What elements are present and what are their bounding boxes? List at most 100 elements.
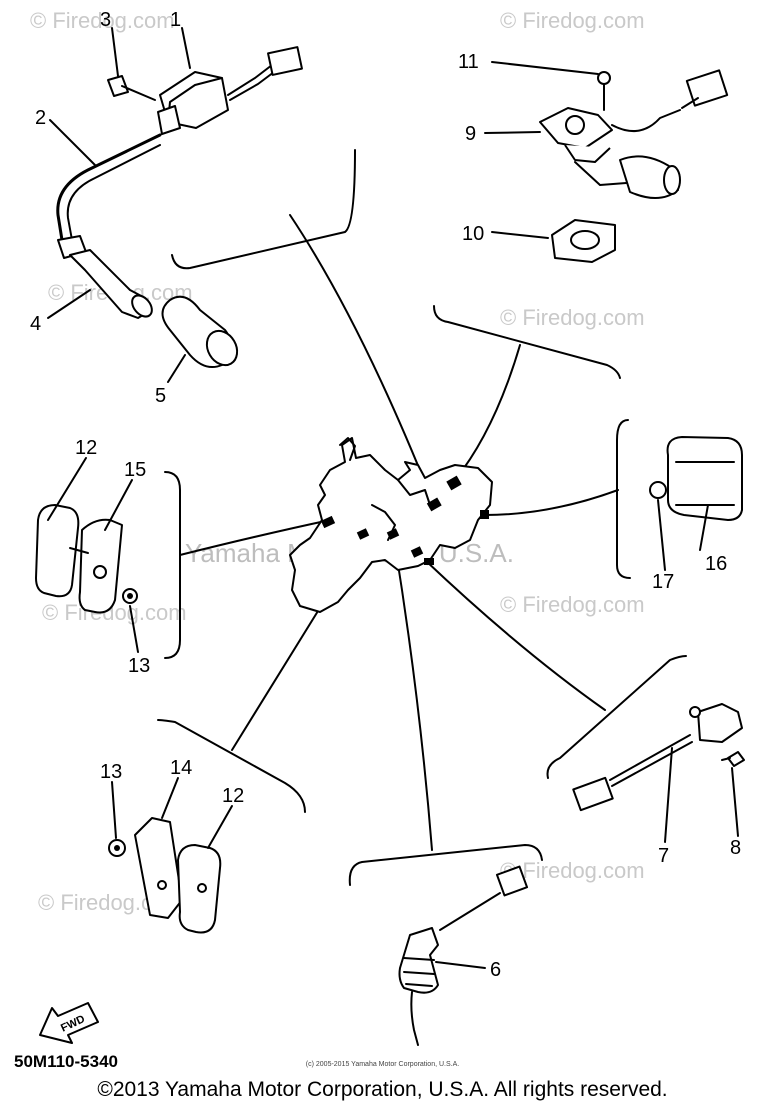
bolt-head <box>107 75 129 97</box>
gasket-hole <box>570 230 600 250</box>
mount-point <box>410 546 424 558</box>
motorcycle-body <box>289 437 493 613</box>
oil-switch-wire <box>439 892 501 931</box>
callout-12-lower: 12 <box>222 785 244 807</box>
high-tension-lead-edge <box>66 144 161 241</box>
nut-17 <box>649 481 667 499</box>
cover-opening <box>205 329 239 367</box>
coil-wire <box>229 71 275 101</box>
coil-terminal <box>157 105 181 135</box>
callout-16: 16 <box>705 553 727 575</box>
reflector-16-bevel <box>675 461 735 506</box>
callout-12-upper: 12 <box>75 437 97 459</box>
leader-4 <box>47 289 91 319</box>
sender-bracket <box>564 144 611 163</box>
leader-13 <box>129 605 139 653</box>
oil-switch-connector <box>495 865 529 897</box>
leader-14 <box>161 777 179 819</box>
watermark-firedog: © Firedog.com <box>500 305 645 330</box>
part-fuel-sender <box>539 69 729 263</box>
watermark-firedog: © Firedog.com <box>500 592 645 617</box>
leader-12 <box>47 457 87 521</box>
callout-13-lower: 13 <box>100 761 122 783</box>
callout-1: 1 <box>170 9 181 31</box>
reflector-14-hole <box>157 880 167 890</box>
leader-15 <box>104 479 133 531</box>
screw-8 <box>727 751 745 767</box>
nut-13-center <box>114 845 120 851</box>
fwd-arrow-shape <box>39 1002 99 1044</box>
leader-13-lower <box>111 781 117 839</box>
sender-hole <box>565 115 585 135</box>
callout-3: 3 <box>100 9 111 31</box>
switch-terminal <box>689 706 701 718</box>
float-end <box>663 165 681 195</box>
sender-wire <box>611 109 681 133</box>
leader-9 <box>484 131 541 134</box>
reflector-hole <box>93 565 107 579</box>
part-ignition-coil <box>56 46 303 368</box>
leader-7 <box>664 747 673 843</box>
leader-3 <box>111 27 119 77</box>
part-oil-switch <box>398 865 529 1046</box>
footer-small-copyright: (c) 2005-2015 Yamaha Motor Corporation, … <box>305 1061 460 1068</box>
fwd-arrow: FWD <box>39 1002 99 1044</box>
callout-15: 15 <box>124 459 146 481</box>
callout-7: 7 <box>658 845 669 867</box>
leader-16 <box>699 504 709 551</box>
mount-point <box>424 558 434 565</box>
oil-switch-probe <box>410 991 419 1046</box>
mount-point <box>356 528 370 540</box>
mount-point <box>446 475 462 491</box>
bracket-left <box>164 471 181 659</box>
mount-point <box>426 497 442 512</box>
leader-line-tl <box>289 214 431 496</box>
callout-5: 5 <box>155 385 166 407</box>
callout-8: 8 <box>730 837 741 859</box>
leader-line-br <box>424 559 606 711</box>
motorcycle-silhouette <box>289 437 493 613</box>
coil-connector <box>267 46 303 76</box>
switch-wire <box>611 741 693 787</box>
reflector-stud <box>69 547 89 554</box>
leader-11 <box>491 61 599 75</box>
nut-13-center <box>127 593 133 599</box>
oil-switch-threads <box>403 957 435 987</box>
callout-13-upper: 13 <box>128 655 150 677</box>
part-reflector-right <box>649 436 743 521</box>
bolt-shaft <box>121 85 156 101</box>
leader-1 <box>181 27 191 69</box>
bracket-top-left <box>171 149 356 270</box>
leader-2 <box>49 119 96 166</box>
mount-point <box>386 528 400 540</box>
callout-17: 17 <box>652 571 674 593</box>
screw-head <box>597 71 611 85</box>
leader-line-tr <box>454 344 521 481</box>
high-tension-lead <box>56 133 162 242</box>
callout-11: 11 <box>458 51 479 73</box>
callout-numbers: 1 3 2 4 5 11 9 10 16 17 12 15 13 13 14 1… <box>30 9 741 981</box>
bracket-bottom-right <box>546 655 687 779</box>
sender-wire <box>681 97 699 109</box>
mount-point <box>320 515 336 529</box>
bracket-bottom <box>348 844 543 886</box>
callout-6: 6 <box>490 959 501 981</box>
leader-17 <box>657 499 666 571</box>
leader-line-r <box>484 489 619 516</box>
leader-line-l <box>179 519 331 556</box>
diagram-code: 50M110-5340 <box>14 1052 118 1071</box>
coil-wire <box>227 64 273 96</box>
footer-copyright: ©2013 Yamaha Motor Corporation, U.S.A. A… <box>97 1078 668 1101</box>
callout-leaders <box>47 27 739 969</box>
sender-connector <box>685 69 729 107</box>
bracket-top-right <box>433 305 621 379</box>
leader-5 <box>167 354 186 383</box>
motorcycle-mirror <box>339 437 356 461</box>
reflector-16 <box>666 436 743 521</box>
part-neutral-switch <box>572 703 745 812</box>
motorcycle-frame <box>397 479 431 506</box>
watermark-firedog: © Firedog.com <box>500 8 645 33</box>
switch-wire <box>609 734 691 781</box>
